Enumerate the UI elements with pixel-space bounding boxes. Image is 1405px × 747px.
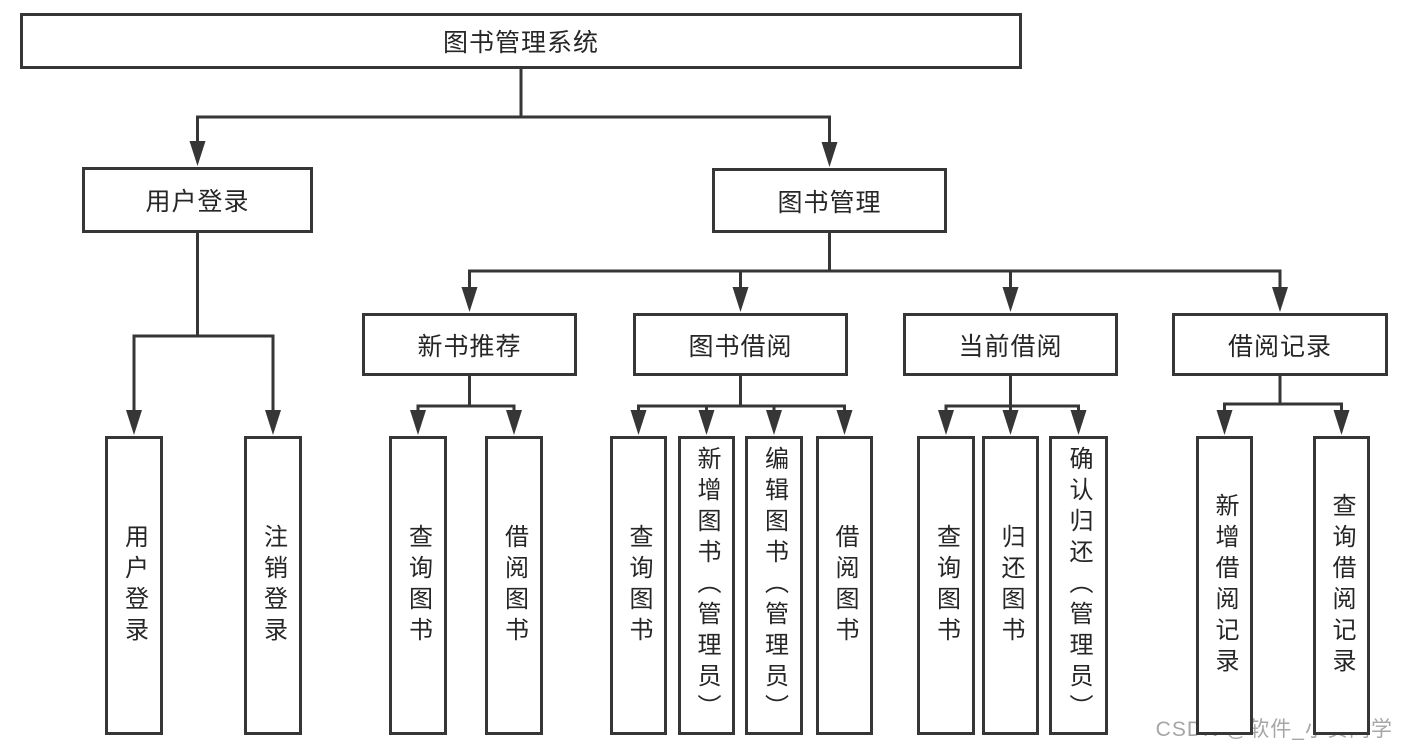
node-leaf-br-query: 查询借阅记录 — [1313, 436, 1370, 735]
node-leaf-bb-add: 新增图书（管理员） — [678, 436, 735, 735]
node-book-borrow: 图书借阅 — [633, 313, 848, 376]
node-leaf-nb-query: 查询图书 — [389, 436, 447, 735]
node-leaf-bb-query: 查询图书 — [610, 436, 667, 735]
node-current-borrow: 当前借阅 — [903, 313, 1118, 376]
node-root: 图书管理系统 — [20, 13, 1022, 69]
node-leaf-cb-query: 查询图书 — [917, 436, 975, 735]
node-new-book-rec: 新书推荐 — [362, 313, 577, 376]
node-leaf-user-login: 用户登录 — [105, 436, 163, 735]
node-leaf-cb-confirm: 确认归还（管理员） — [1049, 436, 1108, 735]
node-leaf-logout: 注销登录 — [244, 436, 302, 735]
node-leaf-cb-return: 归还图书 — [982, 436, 1039, 735]
node-leaf-nb-borrow: 借阅图书 — [485, 436, 543, 735]
node-borrow-records: 借阅记录 — [1172, 313, 1388, 376]
node-user-login: 用户登录 — [82, 167, 313, 233]
node-leaf-br-add: 新增借阅记录 — [1196, 436, 1253, 735]
node-book-mgmt: 图书管理 — [712, 168, 947, 233]
node-leaf-bb-borrow: 借阅图书 — [816, 436, 873, 735]
node-leaf-bb-edit: 编辑图书（管理员） — [745, 436, 803, 735]
